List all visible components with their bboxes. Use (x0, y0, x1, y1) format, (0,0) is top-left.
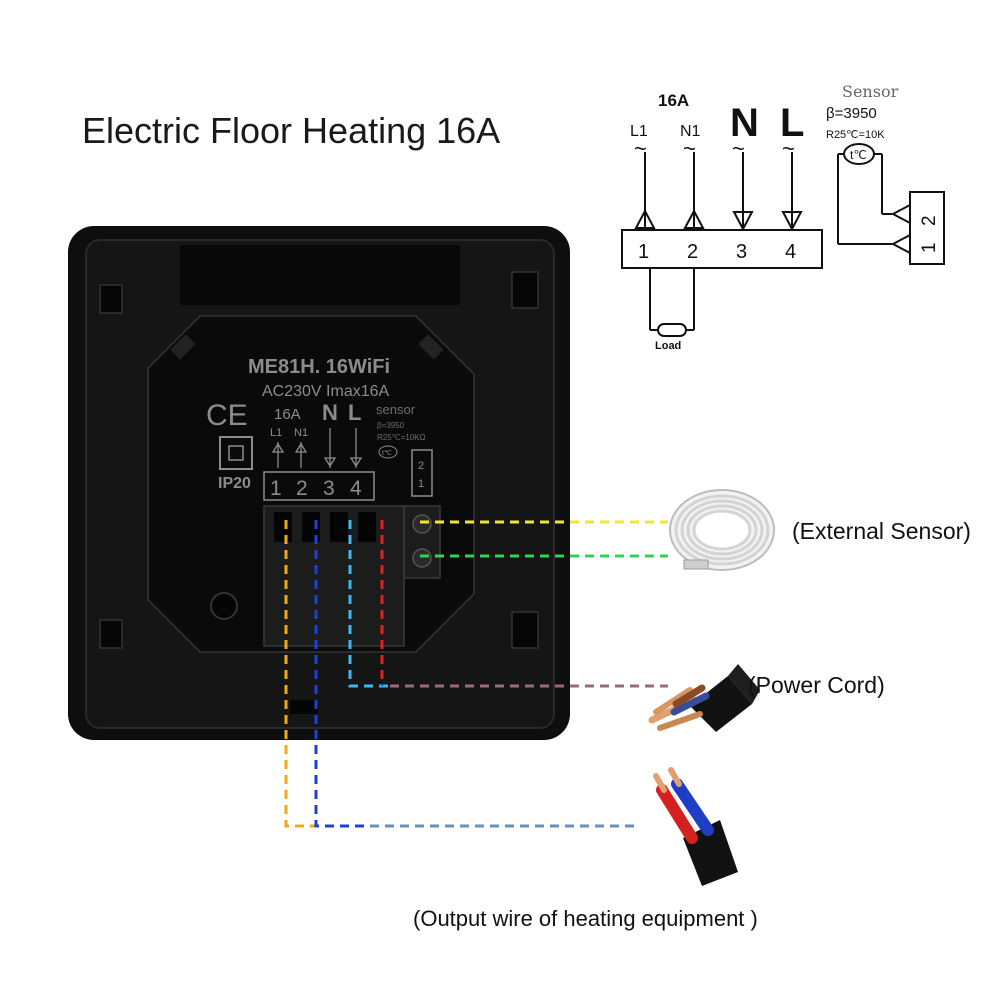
device-rating: AC230V Imax16A (262, 383, 390, 400)
terminal-screw-slots (274, 512, 376, 542)
wire-neutral-light-blue (348, 520, 390, 688)
device-sensor-icon-text: t℃ (382, 450, 392, 457)
tilde-n1: ~ (683, 136, 696, 161)
left-lower-clip (99, 619, 123, 649)
device-model: ME81H. 16WiFi (248, 356, 390, 378)
device-sensor-icon (378, 445, 398, 459)
schematic-terminal-2: 2 (687, 241, 698, 263)
device-sensor-pin-1: 1 (418, 478, 424, 490)
schematic-sensor-icon-text: t℃ (850, 148, 867, 162)
external-sensor-callout: (External Sensor) (792, 518, 971, 544)
tilde-n: ~ (732, 136, 745, 161)
mounting-hole (210, 592, 238, 620)
schematic-current: 16A (658, 91, 689, 110)
schematic-sensor-terminal-2: 2 (919, 215, 940, 226)
wire-load-orange (284, 520, 318, 828)
schematic-label-l: L (780, 101, 804, 145)
ip-rating: IP20 (218, 475, 251, 492)
wiring (284, 520, 668, 828)
device-terminal-1: 1 (270, 477, 282, 500)
device-sensor-beta: β=3950 (377, 421, 405, 430)
device-top-slot (180, 245, 460, 305)
schematic-sensor-terminal-1: 1 (919, 242, 940, 253)
device-label-n: N (322, 400, 338, 425)
ip-rating-box (219, 436, 253, 470)
schematic-sensor-r25: R25℃=10K (826, 129, 885, 141)
device-label-l1: L1 (270, 427, 282, 439)
schematic-label-n1: N1 (680, 123, 701, 140)
schematic-terminal-1: 1 (638, 241, 649, 263)
schematic-label-n: N (730, 101, 759, 145)
schematic-label-l1: L1 (630, 123, 648, 140)
module-corner-notch-right (418, 334, 444, 360)
schematic-sensor-title: Sensor (842, 82, 899, 101)
wire-load-blue (314, 520, 370, 828)
right-upper-clip (511, 271, 539, 309)
output-cable-image (653, 767, 738, 886)
device-sensor-pin-2: 2 (418, 460, 424, 472)
device-bottom-tab (290, 700, 318, 714)
right-lower-clip (511, 611, 539, 649)
module-corner-notch-left (170, 334, 196, 360)
schematic-terminal-4: 4 (785, 241, 796, 263)
schematic-terminal-3: 3 (736, 241, 747, 263)
schematic-load-label: Load (655, 340, 681, 352)
device-terminal-current: 16A (274, 406, 301, 423)
device-sensor-pin-block (411, 449, 433, 497)
device-label-l: L (348, 400, 361, 425)
ip-rating-box-inner (228, 445, 244, 461)
wiring-schematic: 16A L1 N1 N L ~ ~ ~ ~ 1 2 3 4 Load (621, 82, 945, 352)
left-upper-clip (99, 284, 123, 314)
device-terminal-2: 2 (296, 477, 308, 500)
schematic-sensor-lines (837, 143, 945, 265)
device-terminal-arrows (271, 428, 363, 468)
power-cord-image (648, 664, 760, 732)
device-sensor-label: sensor (376, 402, 416, 417)
sensor-screw-1 (412, 514, 432, 534)
external-sensor-cable (669, 489, 775, 571)
schematic-lines (621, 152, 823, 337)
device-sensor-r25: R25℃=10KΩ (377, 433, 426, 442)
device-terminal-strip (263, 471, 375, 501)
sensor-screw-2 (412, 548, 432, 568)
output-wire-callout: (Output wire of heating equipment ) (413, 906, 758, 931)
device-terminal-3: 3 (323, 477, 335, 500)
device-label-n1: N1 (294, 427, 308, 439)
tilde-l1: ~ (634, 136, 647, 161)
ce-mark: CE (206, 399, 248, 432)
thermostat-back: ME81H. 16WiFi AC230V Imax16A CE IP20 16A… (68, 226, 570, 740)
schematic-sensor-beta: β=3950 (826, 105, 877, 122)
power-cord-callout: (Power Cord) (748, 672, 885, 698)
device-terminal-4: 4 (350, 477, 362, 500)
page-title: Electric Floor Heating 16A (82, 110, 501, 151)
